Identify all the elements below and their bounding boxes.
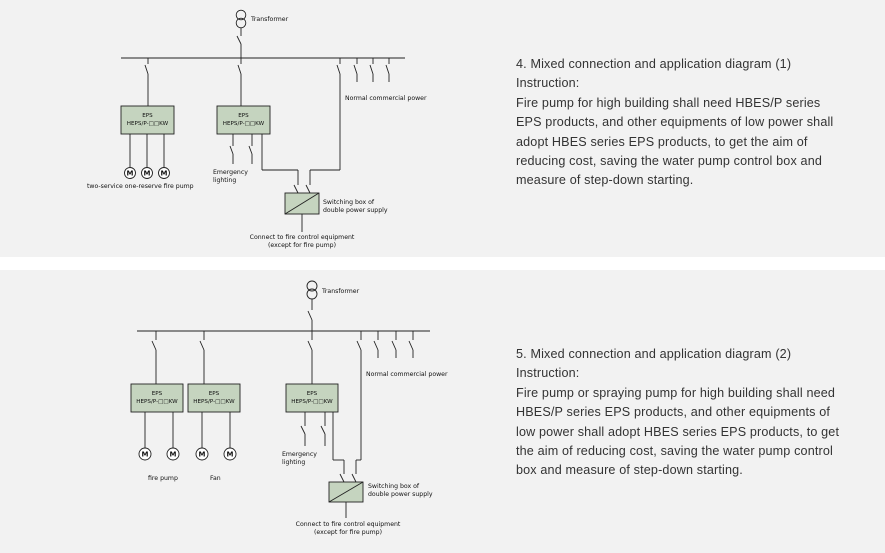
description-line: Fire pump for high building shall need H… (516, 95, 821, 110)
eps-box-2-line1: EPS (238, 113, 249, 119)
motor-label: M (127, 170, 134, 178)
description-title: 5. Mixed connection and application diag… (516, 347, 792, 361)
motor-label: M (227, 451, 234, 459)
transformer-icon (306, 280, 318, 300)
eps-box-1-line2: HEPS/P-□□KW (136, 399, 178, 405)
eps-box-2 (216, 105, 271, 135)
fire-pump-label: two-service one-reserve fire pump (87, 183, 194, 190)
switching-box (284, 192, 320, 215)
description-1: 4. Mixed connection and application diag… (516, 55, 833, 191)
description-line: adopt HBES series EPS products, to get t… (516, 134, 808, 149)
eps-box-2-line1: EPS (209, 391, 220, 397)
wiring-diagram-2: Transformer EPS HEPS/P-□□KW M M fire pum… (130, 280, 448, 536)
eps-box-1-line1: EPS (142, 113, 153, 119)
fire-pump-label: fire pump (148, 475, 178, 482)
motor-label: M (199, 451, 206, 459)
eps-box-3-line2: HEPS/P-□□KW (291, 399, 333, 405)
description-line: reducing cost, saving the water pump con… (516, 154, 823, 169)
switching-box-label-1: Switching box of (323, 199, 375, 206)
connect-label-1: Connect to fire control equipment (296, 521, 401, 528)
switching-box-label-2: double power supply (323, 207, 388, 214)
transformer-label: Transformer (250, 16, 289, 23)
wiring-diagram-1: Transformer EPS HEPS/P-□□KW M M M two-se… (87, 9, 427, 249)
emergency-lighting-label-1: Emergency (213, 169, 248, 176)
description-title: 4. Mixed connection and application diag… (516, 57, 792, 71)
motor-icon (141, 167, 153, 179)
description-line: HBES/P series EPS products, and other eq… (516, 405, 831, 420)
description-instruction: Instruction: (516, 366, 580, 381)
motor-label: M (161, 170, 168, 178)
switching-box-label-1: Switching box of (368, 483, 420, 490)
diagram-panel-1: Transformer EPS HEPS/P-□□KW M M M two-se… (0, 0, 885, 257)
transformer-label: Transformer (321, 288, 360, 295)
eps-box-2 (187, 383, 241, 413)
motor-icon (158, 167, 170, 179)
connect-label-2: (except for fire pump) (268, 242, 336, 249)
eps-box-1 (120, 105, 175, 135)
description-line: the aim of reducing cost, saving the wat… (516, 444, 833, 459)
eps-box-1-line2: HEPS/P-□□KW (127, 121, 169, 127)
description-instruction: Instruction: (516, 76, 580, 91)
motor-icon (138, 447, 152, 461)
connect-label-1: Connect to fire control equipment (250, 234, 355, 241)
motor-icon (195, 447, 209, 461)
description-line: low power shall adopt HBES series EPS pr… (516, 424, 840, 439)
description-line: Fire pump or spraying pump for high buil… (516, 385, 836, 400)
motor-icon (124, 167, 136, 179)
motor-icon (223, 447, 237, 461)
switching-box-label-2: double power supply (368, 491, 433, 498)
normal-power-label: Normal commercial power (366, 371, 448, 378)
description-line: measure of step-down starting. (516, 173, 694, 188)
transformer-icon (235, 9, 247, 29)
eps-box-1-line1: EPS (152, 391, 163, 397)
description-2: 5. Mixed connection and application diag… (516, 345, 839, 481)
connect-label-2: (except for fire pump) (314, 529, 382, 536)
emergency-lighting-label-2: lighting (213, 177, 236, 184)
eps-box-3 (285, 383, 339, 413)
description-line: EPS products, and other equipments of lo… (516, 115, 834, 130)
diagram-panel-2: Transformer EPS HEPS/P-□□KW M M fire pum… (0, 270, 885, 553)
eps-box-2-line2: HEPS/P-□□KW (193, 399, 235, 405)
eps-box-1 (130, 383, 184, 413)
emergency-lighting-label-1: Emergency (282, 451, 317, 458)
eps-box-2-line2: HEPS/P-□□KW (223, 121, 265, 127)
motor-icon (166, 447, 180, 461)
normal-power-label: Normal commercial power (345, 95, 427, 102)
fan-label: Fan (210, 475, 221, 482)
motor-label: M (144, 170, 151, 178)
switching-box (328, 481, 364, 503)
emergency-lighting-label-2: lighting (282, 459, 305, 466)
motor-label: M (142, 451, 149, 459)
motor-label: M (170, 451, 177, 459)
eps-box-3-line1: EPS (307, 391, 318, 397)
description-line: box and measure of step-down starting. (516, 463, 743, 478)
